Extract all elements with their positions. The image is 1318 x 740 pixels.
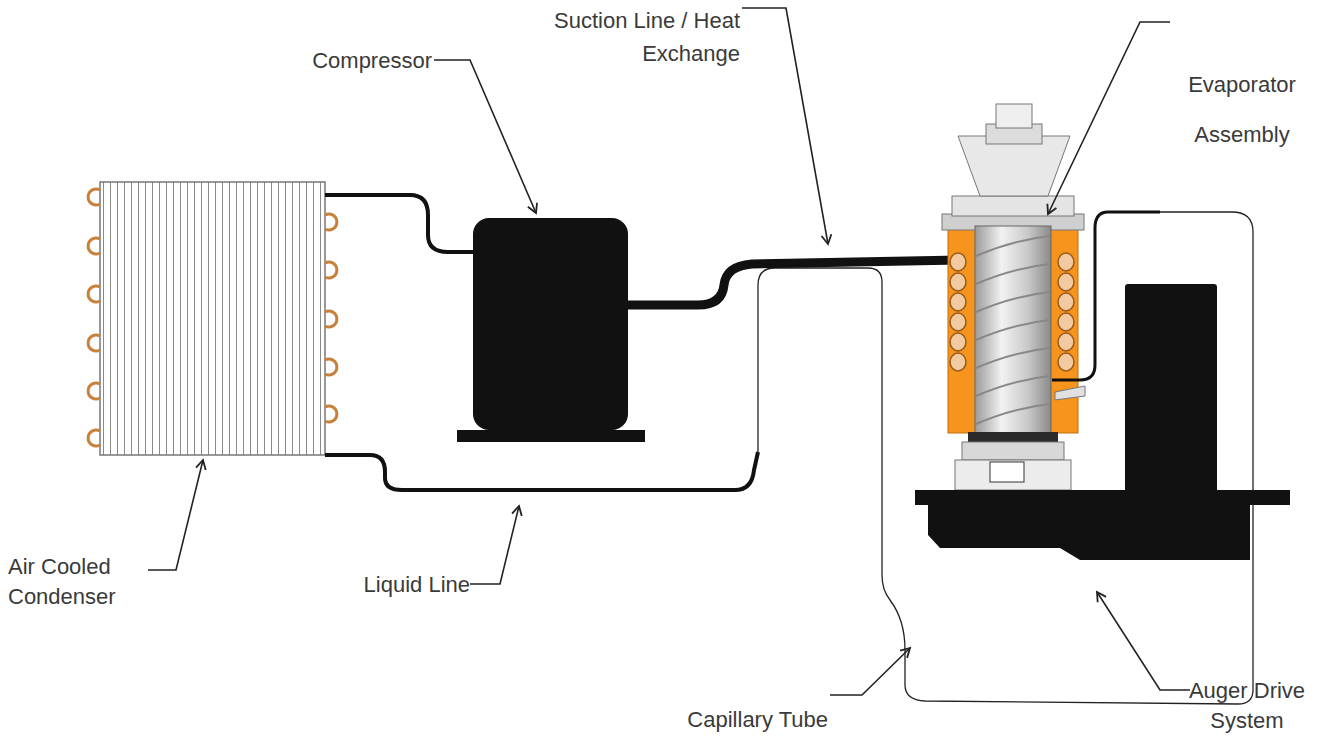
evaporator-coil xyxy=(1058,293,1074,311)
evaporator-coil xyxy=(950,253,966,271)
coil-loop xyxy=(88,286,100,302)
coil-loop xyxy=(325,262,337,278)
part-label: Capillary Tube xyxy=(630,705,828,735)
evaporator-coil xyxy=(1058,273,1074,291)
auger-flight xyxy=(976,292,1050,312)
auger-flight xyxy=(976,404,1050,424)
coil-loop xyxy=(88,430,100,446)
part-label: Auger Drive System xyxy=(1182,676,1312,736)
coil-loop xyxy=(88,189,100,205)
auger-flight xyxy=(976,348,1050,368)
evaporator-coil xyxy=(1058,353,1074,371)
part-label: Compressor xyxy=(300,46,432,76)
auger-flight xyxy=(976,236,1050,256)
part-label: Evaporator Assembly xyxy=(1172,60,1312,160)
part-label: Air Cooled Condenser xyxy=(8,552,158,612)
part-label: Liquid Line xyxy=(330,570,470,600)
evaporator-coil xyxy=(1058,253,1074,271)
auger-flight xyxy=(976,320,1050,340)
evaporator-coil xyxy=(950,313,966,331)
evaporator-coil xyxy=(950,353,966,371)
coil-loop xyxy=(325,311,337,327)
evaporator-coil xyxy=(950,333,966,351)
coil-loop xyxy=(88,238,100,254)
coil-loop xyxy=(325,214,337,230)
coil-loop xyxy=(325,406,337,422)
evaporator-coil xyxy=(1058,333,1074,351)
coil-loop xyxy=(88,335,100,351)
evaporator-coil xyxy=(950,293,966,311)
auger-flight xyxy=(976,376,1050,396)
coil-loop xyxy=(88,383,100,399)
evaporator-coil xyxy=(950,273,966,291)
coil-loop xyxy=(325,359,337,375)
auger-flight xyxy=(976,264,1050,284)
evaporator-coil xyxy=(1058,313,1074,331)
part-label: Suction Line / Heat Exchange xyxy=(545,4,740,70)
